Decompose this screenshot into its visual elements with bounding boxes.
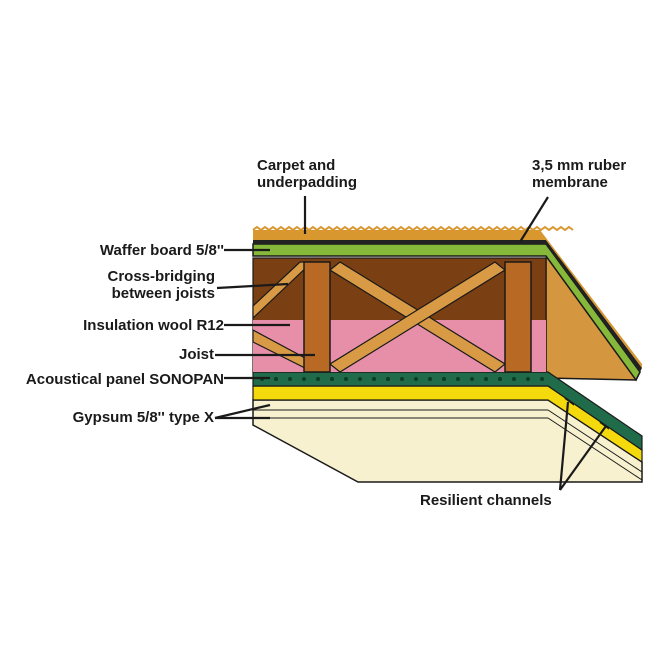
leader-lines xyxy=(214,196,607,491)
leader-gypsum-a xyxy=(214,403,271,420)
label-cross-bridging: Cross-bridging between joists xyxy=(107,268,216,302)
label-gypsum: Gypsum 5/8'' type X xyxy=(72,409,214,426)
leader-membrane xyxy=(519,196,549,243)
label-insulation: Insulation wool R12 xyxy=(83,317,224,334)
label-acoustic: Acoustical panel SONOPAN xyxy=(25,371,224,388)
carpet-fuzz xyxy=(252,225,574,232)
label-resilient-channels: Resilient channels xyxy=(420,492,552,509)
label-membrane: 3,5 mm ruber membrane xyxy=(532,157,627,191)
leader-resilient-1 xyxy=(558,401,570,491)
acoustic-panel xyxy=(252,371,643,452)
cross-bridging xyxy=(252,261,507,373)
leader-cross xyxy=(216,282,289,290)
joist-left xyxy=(303,261,331,373)
leader-resilient-2 xyxy=(559,425,607,491)
joist-right xyxy=(504,261,532,373)
label-waffer: Waffer board 5/8'' xyxy=(99,242,224,259)
label-carpet: Carpet and underpadding xyxy=(257,157,357,191)
label-joist: Joist xyxy=(178,346,214,363)
gypsum-seam-4 xyxy=(547,417,643,481)
acoustic-panel-texture xyxy=(260,377,544,381)
